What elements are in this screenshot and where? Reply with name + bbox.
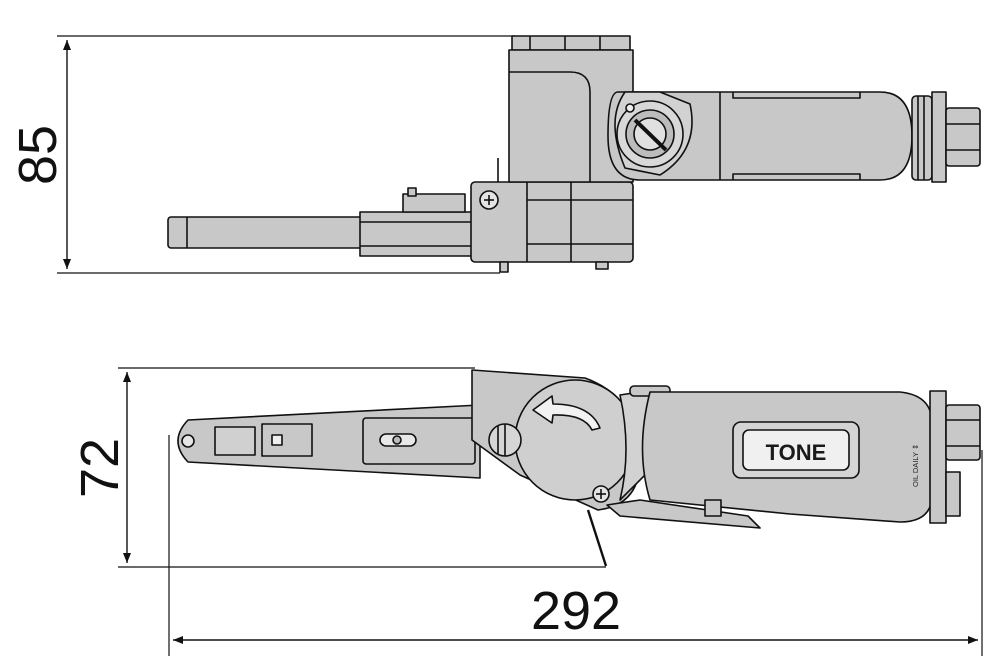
main-housing-side: [471, 369, 641, 567]
top-view: [57, 35, 981, 274]
dimension-292-label: 292: [531, 581, 621, 641]
dimension-72: [118, 367, 606, 568]
lower-housing-top: [470, 158, 634, 273]
dimension-85: [57, 35, 515, 274]
adjust-knob-top: [614, 91, 693, 176]
oil-label: OIL DAILY ⇕: [911, 444, 920, 487]
dimension-292: [168, 435, 983, 656]
dimension-72-label: 72: [70, 438, 130, 498]
sanding-arm-side: [177, 404, 481, 479]
rotation-arrow-icon: [532, 395, 601, 431]
trigger-lever-side: [606, 499, 761, 529]
dimension-85-label: 85: [8, 125, 68, 185]
sanding-arm-top: [167, 187, 481, 257]
motor-body-side: TONE OIL DAILY ⇕: [641, 390, 981, 524]
side-view: TONE OIL DAILY ⇕: [118, 367, 983, 656]
brand-logo: TONE: [766, 440, 827, 465]
